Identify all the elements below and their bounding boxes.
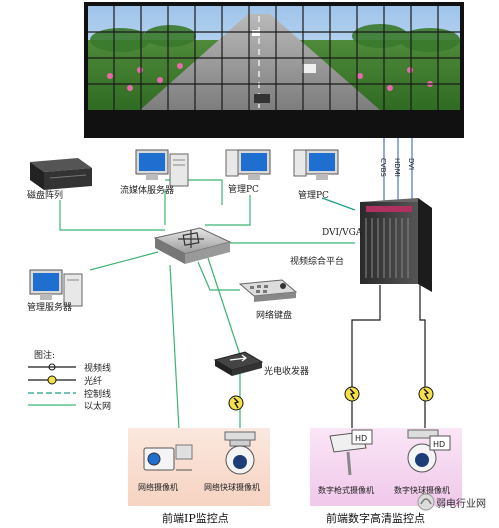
legend-video-label: 视频线 bbox=[84, 364, 112, 374]
network-camera-icon bbox=[143, 444, 193, 471]
legend-symbols bbox=[28, 363, 76, 406]
streaming-server-label: 流媒体服务器 bbox=[120, 186, 175, 196]
mgmt-pc-1-icon bbox=[225, 149, 271, 180]
disk-array-label: 磁盘阵列 bbox=[27, 191, 64, 201]
svg-text:HD: HD bbox=[355, 434, 367, 443]
mgmt-pc-2-icon bbox=[293, 149, 339, 180]
fiber-markers bbox=[228, 386, 434, 411]
watermark-logo-icon bbox=[417, 493, 435, 511]
mgmt-pc-1-label: 管理PC bbox=[228, 185, 259, 195]
network-dome-camera-icon bbox=[224, 431, 256, 475]
svg-text:HD: HD bbox=[433, 440, 445, 449]
control-line bbox=[321, 197, 356, 211]
hd-bullet-camera-icon: HD bbox=[329, 429, 373, 476]
video-wall-cables bbox=[383, 138, 413, 202]
network-camera-label: 网络摄像机 bbox=[138, 483, 178, 492]
optical-transceiver-label: 光电收发器 bbox=[264, 367, 310, 377]
streaming-server-icon bbox=[135, 149, 189, 187]
watermark-text: 弱电行业网 bbox=[436, 499, 486, 510]
ethernet-lines bbox=[59, 179, 355, 449]
hd-dome-camera-icon: HD bbox=[407, 429, 451, 473]
video-platform-icon bbox=[360, 198, 432, 292]
network-switch-icon bbox=[153, 227, 232, 264]
hd-zone-title: 前端数字高清监控点 bbox=[326, 512, 425, 525]
legend-control-label: 控制线 bbox=[84, 390, 112, 400]
legend-ethernet-label: 以太网 bbox=[84, 402, 112, 412]
video-platform-label: 视频综合平台 bbox=[290, 257, 345, 267]
hd-video-lines bbox=[351, 285, 426, 430]
dvi-label: DVI bbox=[407, 158, 415, 171]
hdmi-label: HDMI bbox=[393, 158, 401, 177]
mgmt-server-icon bbox=[29, 269, 83, 307]
legend-title: 图注: bbox=[34, 351, 56, 361]
video-wall bbox=[84, 2, 464, 138]
hd-bullet-camera-label: 数字枪式摄像机 bbox=[318, 486, 374, 495]
legend-fiber-label: 光纤 bbox=[84, 377, 103, 387]
network-keyboard-label: 网络键盘 bbox=[256, 311, 293, 321]
ip-zone-title: 前端IP监控点 bbox=[162, 512, 229, 525]
network-keyboard-icon bbox=[238, 279, 298, 302]
network-dome-camera-label: 网络快球摄像机 bbox=[204, 483, 260, 492]
disk-array-icon bbox=[30, 158, 92, 190]
optical-transceiver-icon bbox=[213, 351, 264, 376]
mgmt-server-label: 管理服务器 bbox=[27, 303, 73, 313]
hd-dome-camera-label: 数字快球摄像机 bbox=[394, 486, 450, 495]
dvi-vga-label: DVI/VGA bbox=[322, 228, 363, 238]
mgmt-pc-2-label: 管理PC bbox=[298, 191, 329, 201]
cvbs-label: CVBS bbox=[379, 158, 387, 177]
